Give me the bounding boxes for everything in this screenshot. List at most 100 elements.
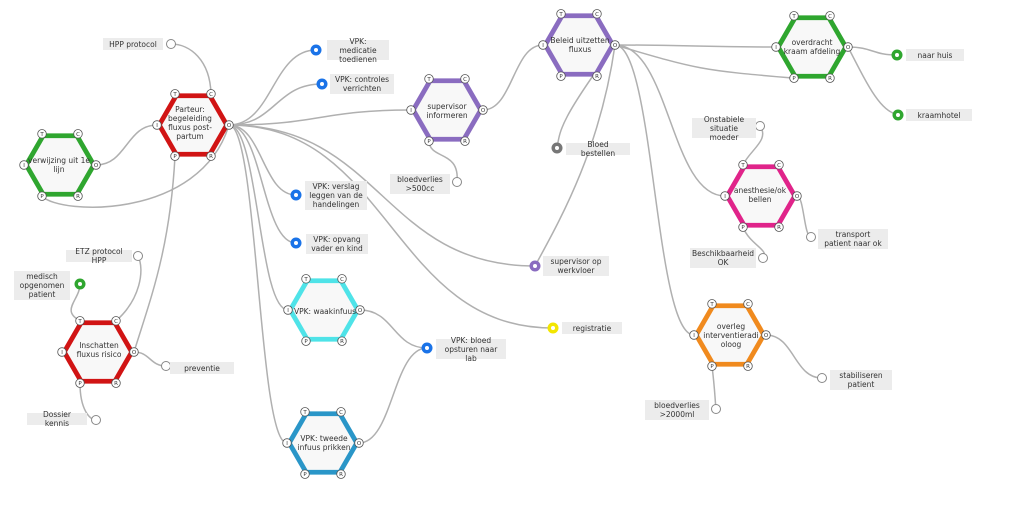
port-icon[interactable] — [689, 330, 699, 340]
port-icon[interactable] — [224, 120, 234, 130]
port-icon[interactable] — [301, 336, 311, 346]
port-icon[interactable] — [460, 74, 470, 84]
port-icon[interactable] — [743, 299, 753, 309]
port-icon[interactable] — [538, 40, 548, 50]
port-icon[interactable] — [707, 361, 717, 371]
port-letter: C — [340, 277, 344, 283]
port-icon[interactable] — [556, 71, 566, 81]
port-icon[interactable] — [337, 274, 347, 284]
output-dot-center — [896, 113, 900, 117]
port-icon[interactable] — [91, 160, 101, 170]
port-icon[interactable] — [771, 42, 781, 52]
port-icon[interactable] — [19, 160, 29, 170]
port-icon[interactable] — [73, 191, 83, 201]
port-icon[interactable] — [789, 11, 799, 21]
connection-dot[interactable] — [806, 232, 816, 242]
output-vpk-controles: VPK: controles verrichten — [330, 74, 394, 94]
port-icon[interactable] — [206, 151, 216, 161]
port-icon[interactable] — [720, 191, 730, 201]
connector-line — [228, 124, 289, 311]
input-bloedverlies-2000: bloedverlies >2000ml — [645, 400, 709, 420]
port-icon[interactable] — [111, 316, 121, 326]
port-icon[interactable] — [789, 73, 799, 83]
port-letter: O — [94, 163, 99, 169]
output-medisch: medisch opgenomen patient — [14, 271, 70, 300]
hex-vpk-tweede-label: VPK: tweede infuus prikken — [297, 434, 351, 452]
port-letter: O — [613, 43, 618, 49]
port-icon[interactable] — [774, 160, 784, 170]
port-icon[interactable] — [825, 73, 835, 83]
port-icon[interactable] — [301, 274, 311, 284]
port-letter: R — [746, 364, 750, 370]
output-supervisor-op: supervisor op werkvloer — [543, 256, 609, 276]
port-icon[interactable] — [406, 105, 416, 115]
port-icon[interactable] — [743, 361, 753, 371]
port-icon[interactable] — [556, 9, 566, 19]
port-letter: R — [114, 381, 118, 387]
hex-beleid-label: Beleid uitzetten fluxus — [550, 36, 610, 54]
output-dot-center — [533, 264, 537, 268]
connection-dot[interactable] — [133, 251, 143, 261]
port-icon[interactable] — [206, 89, 216, 99]
port-icon[interactable] — [707, 299, 717, 309]
port-letter: P — [710, 364, 714, 370]
port-icon[interactable] — [354, 438, 364, 448]
hex-anesthesie-label: anesthesie/ok bellen — [733, 186, 787, 204]
port-icon[interactable] — [37, 191, 47, 201]
hexagon-overleg-inner — [699, 308, 761, 362]
port-icon[interactable] — [478, 105, 488, 115]
port-icon[interactable] — [592, 9, 602, 19]
port-icon[interactable] — [282, 438, 292, 448]
port-icon[interactable] — [336, 407, 346, 417]
port-icon[interactable] — [792, 191, 802, 201]
port-icon[interactable] — [336, 469, 346, 479]
port-icon[interactable] — [610, 40, 620, 50]
input-beschikbaarheid: Beschikbaarheid OK — [690, 248, 756, 268]
port-icon[interactable] — [111, 378, 121, 388]
port-icon[interactable] — [355, 305, 365, 315]
port-icon[interactable] — [843, 42, 853, 52]
port-icon[interactable] — [825, 11, 835, 21]
port-letter: C — [828, 14, 832, 20]
connection-dot[interactable] — [755, 121, 765, 131]
connection-dot[interactable] — [91, 415, 101, 425]
port-icon[interactable] — [75, 378, 85, 388]
port-icon[interactable] — [300, 469, 310, 479]
port-icon[interactable] — [592, 71, 602, 81]
port-letter: I — [286, 441, 288, 447]
port-icon[interactable] — [73, 129, 83, 139]
port-letter: T — [426, 77, 431, 83]
connection-dot[interactable] — [817, 373, 827, 383]
port-icon[interactable] — [774, 222, 784, 232]
port-icon[interactable] — [283, 305, 293, 315]
port-letter: C — [595, 12, 599, 18]
port-letter: I — [287, 308, 289, 314]
connection-dot[interactable] — [758, 253, 768, 263]
port-icon[interactable] — [57, 347, 67, 357]
port-letter: T — [39, 132, 44, 138]
port-letter: P — [303, 472, 307, 478]
port-letter: I — [61, 350, 63, 356]
port-icon[interactable] — [738, 222, 748, 232]
connector-line — [228, 109, 412, 126]
port-icon[interactable] — [761, 330, 771, 340]
port-icon[interactable] — [152, 120, 162, 130]
port-icon[interactable] — [424, 136, 434, 146]
port-letter: T — [558, 12, 563, 18]
port-icon[interactable] — [738, 160, 748, 170]
port-icon[interactable] — [170, 151, 180, 161]
output-dot-center — [78, 282, 82, 286]
port-icon[interactable] — [337, 336, 347, 346]
port-icon[interactable] — [460, 136, 470, 146]
connection-dot[interactable] — [452, 177, 462, 187]
port-icon[interactable] — [129, 347, 139, 357]
connection-dot[interactable] — [711, 404, 721, 414]
connector-line — [614, 44, 726, 197]
port-icon[interactable] — [300, 407, 310, 417]
connection-dot[interactable] — [166, 39, 176, 49]
port-icon[interactable] — [424, 74, 434, 84]
port-icon[interactable] — [75, 316, 85, 326]
port-icon[interactable] — [170, 89, 180, 99]
input-etz-protocol: ETZ protocol HPP — [66, 247, 132, 265]
port-icon[interactable] — [37, 129, 47, 139]
